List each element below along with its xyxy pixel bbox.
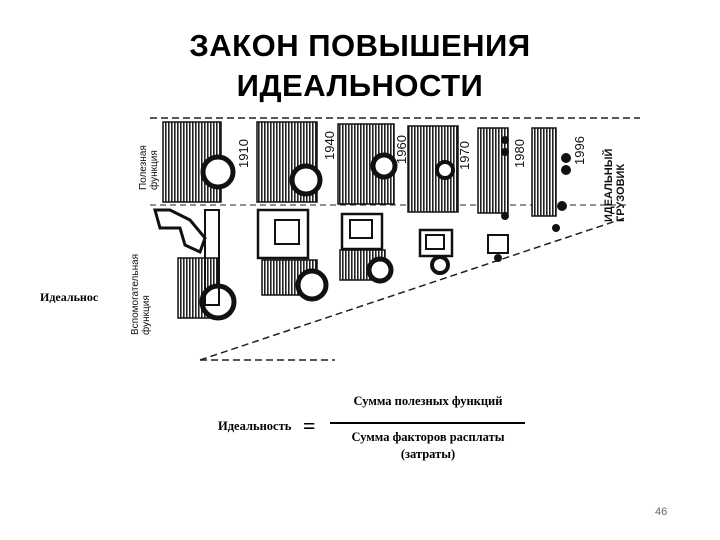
truck-evolution-figure: Полезная функция Вспомогательная функция… — [130, 117, 640, 361]
useful-function-label: Полезная функция — [138, 142, 160, 190]
formula-left-side: Идеальность — [218, 419, 292, 433]
truck-1970 — [407, 125, 459, 275]
page-number: 46 — [655, 506, 668, 518]
truck-1996 — [531, 127, 571, 232]
formula-equals-sign: = — [303, 413, 316, 438]
slide-title: ЗАКОН ПОВЫШЕНИЯ ИДЕАЛЬНОСТИ — [0, 26, 720, 106]
title-line-2: ИДЕАЛЬНОСТИ — [236, 68, 484, 103]
truck-1960 — [337, 123, 398, 284]
ideality-axis-label: Идеальнос — [40, 290, 99, 304]
year-1960: 1960 — [394, 135, 409, 164]
ideal-truck-label: ИДЕАЛЬНЫЙ ГРУЗОВИК — [602, 146, 627, 222]
ideality-formula: Идеальность = Сумма полезных функций Сум… — [0, 380, 720, 470]
title-line-1: ЗАКОН ПОВЫШЕНИЯ — [189, 28, 531, 63]
formula-numerator: Сумма полезных функций — [353, 394, 503, 408]
ideality-slope-line — [199, 217, 626, 361]
year-1980: 1980 — [512, 139, 527, 168]
year-1940: 1940 — [322, 131, 337, 160]
truck-1940 — [256, 121, 329, 302]
year-1910: 1910 — [236, 139, 251, 168]
formula-denominator-line-1: Сумма факторов расплаты — [351, 430, 505, 444]
truck-1980 — [477, 127, 509, 262]
auxiliary-function-label: Вспомогательная функция — [130, 251, 152, 335]
formula-denominator-line-2: (затраты) — [400, 447, 456, 461]
year-1970: 1970 — [457, 141, 472, 170]
truck-1910 — [153, 121, 237, 321]
year-1996: 1996 — [572, 136, 587, 165]
fraction-line — [330, 422, 525, 424]
